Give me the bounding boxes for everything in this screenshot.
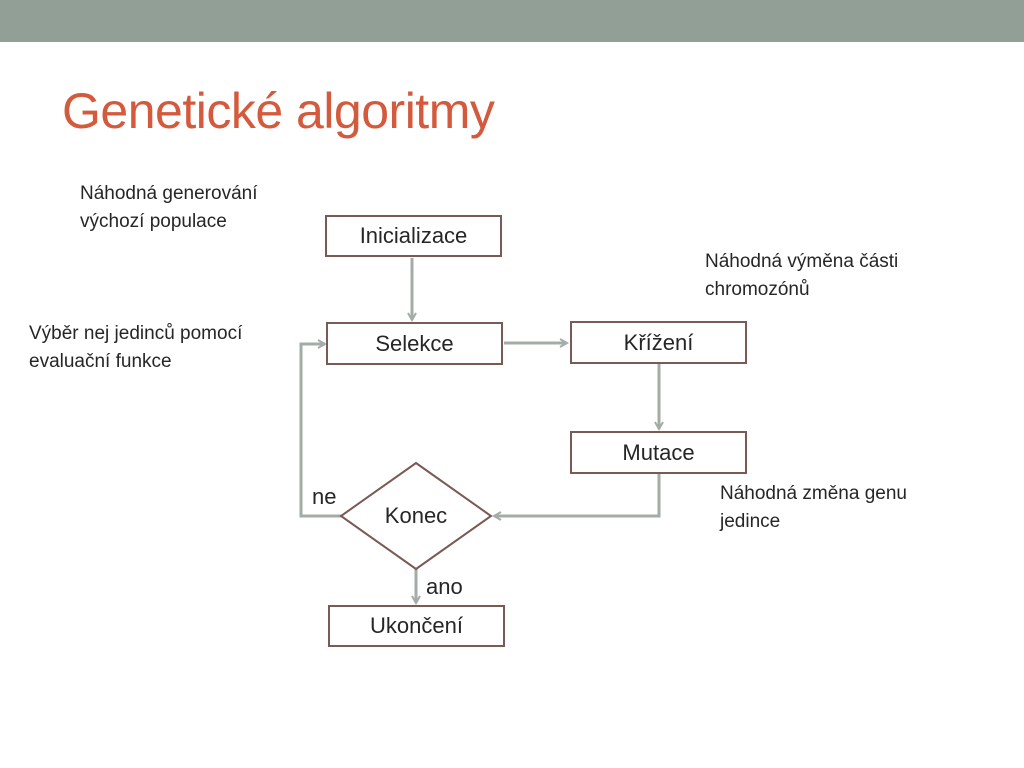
note-initialization-line-2: výchozí populace bbox=[80, 211, 227, 232]
node-konec-label: Konec bbox=[384, 503, 448, 528]
note-crossover-line-1: Náhodná výměna části bbox=[705, 251, 899, 272]
edge-label-no: ne bbox=[312, 484, 337, 509]
node-inicializace: Inicializace bbox=[325, 215, 502, 257]
header-bar bbox=[0, 0, 1024, 42]
node-selekce: Selekce bbox=[326, 322, 503, 365]
note-selection-line-1: Výběr nej jedinců pomocí bbox=[29, 323, 243, 344]
note-selection-line-2: evaluační funkce bbox=[29, 351, 172, 372]
note-crossover-line-2: chromozónů bbox=[705, 279, 810, 300]
edge-label-yes: ano bbox=[426, 574, 463, 599]
note-mutation-line-2: jedince bbox=[720, 511, 781, 532]
note-mutation-line-1: Náhodná změna genu bbox=[720, 483, 907, 504]
slide-title: Genetické algoritmy bbox=[62, 83, 495, 139]
note-initialization: Náhodná generování výchozí populace bbox=[80, 180, 257, 236]
decision-diamond bbox=[339, 461, 493, 571]
node-ukonceni: Ukončení bbox=[328, 605, 505, 647]
node-krizeni: Křížení bbox=[570, 321, 747, 364]
note-crossover: Náhodná výměna části chromozónů bbox=[705, 248, 898, 304]
arrow-mutation-to-end-check bbox=[494, 474, 661, 516]
note-initialization-line-1: Náhodná generování bbox=[80, 183, 258, 204]
node-mutace: Mutace bbox=[570, 431, 747, 474]
note-selection: Výběr nej jedinců pomocí evaluační funkc… bbox=[29, 320, 242, 376]
arrow-end-check-to-selection bbox=[299, 344, 342, 518]
note-mutation: Náhodná změna genu jedince bbox=[720, 480, 907, 536]
